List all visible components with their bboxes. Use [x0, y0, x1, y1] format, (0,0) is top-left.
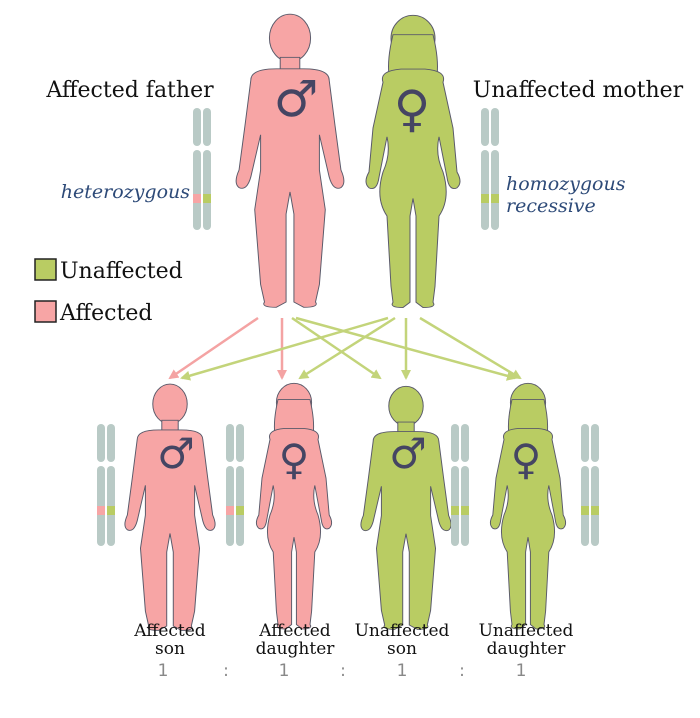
father-genotype-label: heterozygous: [61, 181, 190, 203]
mother-genotype-line1: homozygous: [506, 173, 626, 195]
ratio-value: 1: [279, 661, 290, 681]
child-1-label-line1: Affected: [133, 621, 206, 641]
arrow-mother-to-unaffected-daughter: [419, 316, 522, 380]
father-allele-normal: [203, 194, 211, 203]
arrow-mother-to-affected-son: [180, 316, 389, 381]
ratio-value: 1: [397, 661, 408, 681]
ratio-separator: :: [223, 661, 229, 681]
child-2-label-line1: Affected: [258, 621, 331, 641]
arrow-mother-to-affected-daughter: [298, 316, 396, 380]
arrow-father-to-son: [168, 316, 259, 380]
ratio-separator: :: [459, 661, 465, 681]
father-allele-affected: [193, 194, 201, 203]
male-symbol-icon: ♂: [389, 429, 427, 478]
male-symbol-icon: ♂: [274, 70, 319, 128]
child-unaffected-daughter-figure: [489, 382, 567, 630]
mother-genotype-line2: recessive: [506, 195, 596, 217]
child-affected-daughter-figure: [255, 382, 333, 630]
female-symbol-icon: ♀: [511, 435, 542, 484]
female-symbol-icon: ♀: [394, 80, 431, 138]
legend-label-unaffected: Unaffected: [60, 259, 183, 284]
child-affected-daughter-chromosomes: [226, 424, 244, 546]
child-4-label-line1: Unaffected: [479, 621, 574, 641]
child-3-label-line2: son: [387, 639, 417, 659]
father-label: Affected father: [45, 78, 214, 103]
ratio-row: 1 : 1 : 1 : 1: [158, 661, 527, 681]
children-labels: Affected son Affected daughter Unaffecte…: [133, 621, 573, 659]
child-unaffected-daughter-chromosomes: [581, 424, 599, 546]
mother-allele-2: [491, 194, 499, 203]
ratio-value: 1: [516, 661, 527, 681]
mother-allele-1: [481, 194, 489, 203]
male-symbol-icon: ♂: [157, 429, 195, 478]
legend-swatch-affected: [34, 300, 57, 323]
inheritance-arrows: [168, 316, 522, 381]
female-symbol-icon: ♀: [279, 435, 310, 484]
mother-label: Unaffected mother: [473, 78, 684, 103]
child-4-label-line2: daughter: [487, 639, 567, 659]
child-3-label-line1: Unaffected: [355, 621, 450, 641]
legend-label-affected: Affected: [59, 301, 152, 326]
mother-figure: [365, 14, 461, 309]
child-2-label-line2: daughter: [256, 639, 336, 659]
legend-swatch-unaffected: [34, 258, 57, 281]
child-affected-son-chromosomes: [97, 424, 115, 546]
legend: Unaffected Affected: [34, 258, 183, 326]
father-figure: [235, 13, 345, 308]
ratio-value: 1: [158, 661, 169, 681]
child-affected-son-figure: [124, 383, 216, 631]
father-chromosome-pair: [193, 108, 211, 230]
mother-chromosome-pair: [481, 108, 499, 230]
ratio-separator: :: [340, 661, 346, 681]
child-unaffected-son-chromosomes: [451, 424, 469, 546]
arrow-father-to-unaffected-son: [291, 316, 382, 380]
child-unaffected-son-figure: [360, 385, 452, 630]
child-1-label-line2: son: [155, 639, 185, 659]
